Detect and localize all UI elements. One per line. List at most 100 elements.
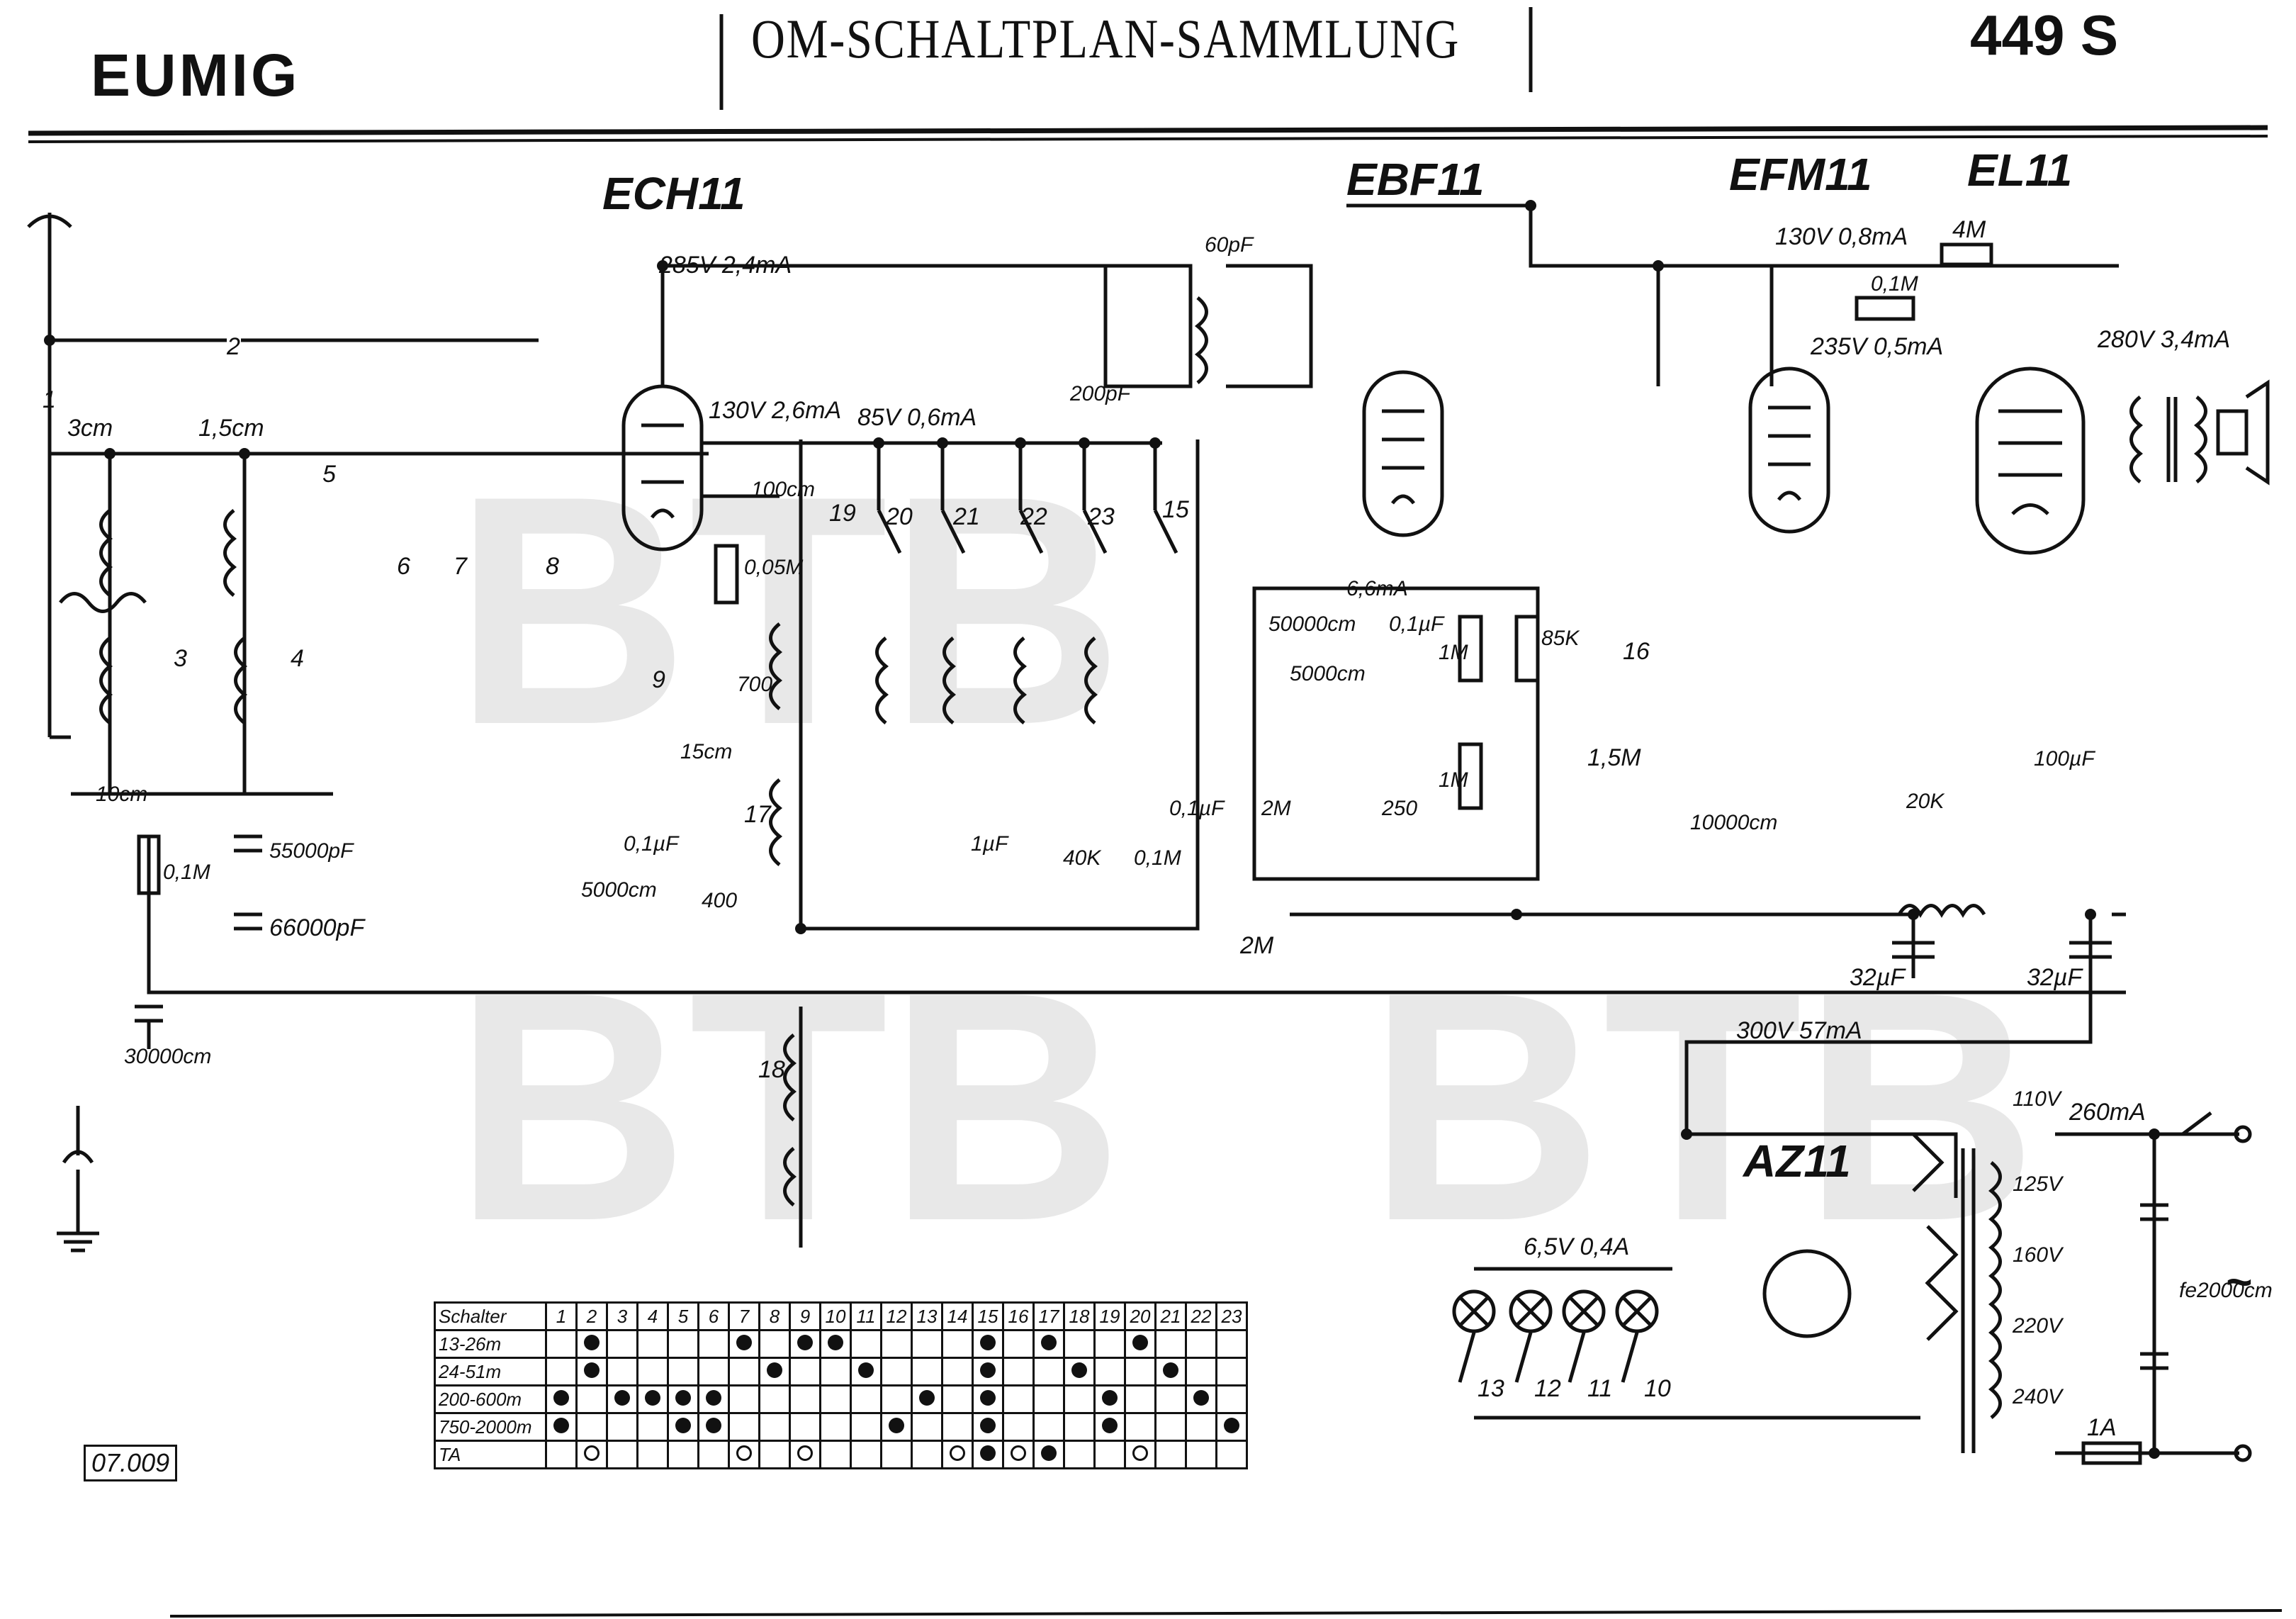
label-el-voltage: 280V 3,4mA	[2097, 326, 2230, 353]
switch-table-cell	[1124, 1384, 1157, 1414]
label-tap-110: 110V	[2013, 1087, 2063, 1111]
switch-table-cell	[545, 1357, 578, 1386]
switch-table-cell	[880, 1440, 913, 1469]
output-transformer-secondary	[2194, 396, 2207, 483]
switch-number-17: 17	[744, 801, 772, 828]
label-250: 250	[1381, 797, 1417, 820]
switch-table-cell	[575, 1384, 608, 1414]
switch-table-cell	[575, 1329, 608, 1359]
switch-table-cell	[1032, 1357, 1065, 1386]
switch-table-cell	[728, 1440, 760, 1469]
resistor-1m-a	[1458, 615, 1483, 683]
switch-number-9: 9	[652, 666, 665, 693]
switch-open-mark	[797, 1445, 813, 1461]
switch-table-cell	[850, 1329, 882, 1359]
switch-closed-mark	[553, 1417, 569, 1433]
label-100cm: 100cm	[751, 478, 815, 501]
tube-label-ebf11: EBF11	[1346, 154, 1484, 205]
switch-table-col-14: 14	[941, 1301, 974, 1331]
switch-table-cell	[636, 1412, 669, 1442]
label-0-1uf-c: 0,1µF	[1389, 612, 1445, 636]
switch-table-cell	[1063, 1440, 1096, 1469]
switch-table-col-20: 20	[1124, 1301, 1157, 1331]
switch-table-row: 24-51m	[434, 1357, 1248, 1386]
switch-number-6: 6	[397, 553, 410, 580]
switch-closed-mark	[980, 1362, 996, 1378]
collection-title: OM-SCHALTPLAN-SAMMLUNG	[751, 8, 1461, 69]
watermark-bottom-right: BTB	[1368, 925, 2037, 1289]
label-1m-a: 1M	[1439, 641, 1468, 664]
tube-ebf11-electrodes	[1382, 409, 1424, 505]
switch-table-cell	[1215, 1357, 1248, 1386]
switch-table-cell	[819, 1357, 852, 1386]
switch-table-cell	[697, 1412, 730, 1442]
tube-ech11-electrodes	[641, 423, 684, 519]
switch-table-col-10: 10	[819, 1301, 852, 1331]
switch-table-cell	[789, 1329, 821, 1359]
label-60pf: 60pF	[1205, 233, 1254, 257]
label-40k: 40K	[1063, 846, 1102, 870]
resistor-0-05m	[714, 544, 739, 605]
switch-open-mark	[736, 1445, 752, 1461]
component-labels: 285V 2,4mA 130V 2,6mA 85V 0,6mA 130V 0,8…	[67, 216, 2273, 1441]
switch-closed-mark	[584, 1362, 600, 1378]
filter-choke	[1897, 904, 1986, 918]
output-transformer-primary	[2129, 396, 2143, 483]
resistor-4m	[1940, 242, 1993, 267]
switch-table-cell	[1124, 1412, 1157, 1442]
switch-table-col-23: 23	[1215, 1301, 1248, 1331]
rectifier-filament-winding	[1925, 1225, 1959, 1341]
switch-table-cell	[1002, 1357, 1035, 1386]
switch-closed-mark	[1193, 1389, 1209, 1406]
switch-table-cell	[606, 1440, 638, 1469]
label-supply-voltage: 300V 57mA	[1736, 1017, 1862, 1044]
switch-table-cell	[728, 1384, 760, 1414]
label-tap-125: 125V	[2013, 1172, 2064, 1196]
coil-mw-in	[223, 509, 237, 597]
brand-name: EUMIG	[91, 42, 300, 108]
switch-table-cell	[941, 1440, 974, 1469]
switch-table-cell	[606, 1412, 638, 1442]
switch-number-4: 4	[291, 645, 304, 672]
resistor-1m-b	[1458, 742, 1483, 810]
fuse-1a	[2081, 1441, 2142, 1465]
switch-table-cell	[1124, 1329, 1157, 1359]
switch-table-cell	[1185, 1440, 1217, 1469]
label-fuse-1a: 1A	[2087, 1414, 2117, 1441]
cap-55000pf	[234, 834, 262, 853]
header-rule-2	[28, 135, 2268, 143]
switch-table-cell	[1002, 1440, 1035, 1469]
switch-table-cell	[1215, 1440, 1248, 1469]
switch-table-cell	[1032, 1329, 1065, 1359]
switch-table-row-label: TA	[434, 1440, 547, 1469]
switch-table-cell	[789, 1440, 821, 1469]
switch-closed-mark	[858, 1362, 874, 1378]
switch-closed-mark	[797, 1334, 813, 1350]
switch-table-cell	[789, 1412, 821, 1442]
switch-number-23: 23	[1087, 503, 1115, 530]
tube-el11	[1975, 366, 2086, 555]
switch-table-cell	[1154, 1329, 1187, 1359]
switch-closed-mark	[614, 1389, 630, 1406]
switch-table-col-12: 12	[880, 1301, 913, 1331]
switch-table-col-6: 6	[697, 1301, 730, 1331]
antenna-symbol	[27, 213, 72, 737]
switch-table-col-2: 2	[575, 1301, 608, 1331]
if-transformer-1-coil	[1195, 296, 1208, 384]
switch-table-header-label: Schalter	[434, 1301, 547, 1331]
switch-table-cell	[697, 1440, 730, 1469]
speaker-icon	[2216, 379, 2270, 486]
switch-table-col-15: 15	[972, 1301, 1004, 1331]
switch-table-cell	[819, 1412, 852, 1442]
label-200pf: 200pF	[1069, 382, 1132, 405]
label-4m: 4M	[1952, 216, 1986, 243]
switch-bank	[875, 447, 1178, 724]
switch-table-cell	[1032, 1440, 1065, 1469]
wire-supply-to-rectifier	[1684, 914, 2093, 1134]
switch-table-cell	[1215, 1329, 1248, 1359]
switch-open-mark	[1132, 1445, 1148, 1461]
switch-table-cell	[1124, 1357, 1157, 1386]
label-ech-anode-voltage: 285V 2,4mA	[658, 252, 792, 279]
switch-table-col-4: 4	[636, 1301, 669, 1331]
coil-lw-in-a	[99, 637, 113, 724]
